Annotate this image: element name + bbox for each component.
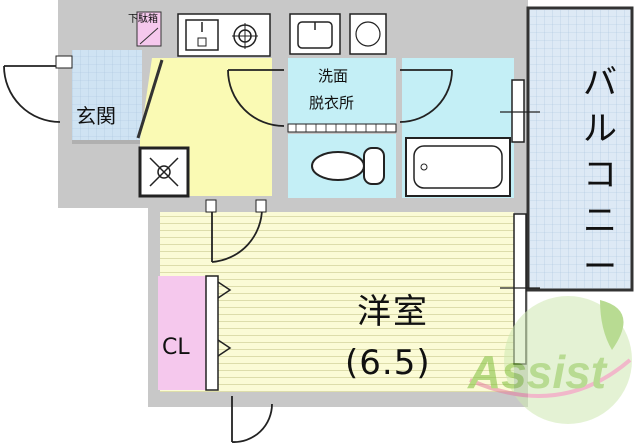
logo-circle: [504, 296, 632, 424]
entrance-door-swing: [3, 65, 61, 123]
bathtub-drain: [420, 163, 428, 171]
room-door-jamb-left: [205, 199, 217, 213]
label-western-room: 洋室: [357, 292, 429, 332]
balcony-grid: [530, 10, 630, 288]
entrance-door-jamb: [55, 55, 73, 69]
room-lower-wall: [148, 392, 528, 406]
toilet-tank: [363, 147, 385, 185]
washing-machine-drum: [355, 21, 381, 47]
washroom-to-bath-door: [399, 69, 453, 123]
assist-logo: Assist: [467, 296, 632, 424]
label-shoe-cabinet: 下駄箱: [128, 14, 158, 25]
label-washroom-line1: 洗面: [318, 67, 349, 85]
label-washroom-line2: 脱衣所: [309, 94, 355, 112]
label-closet: CL: [162, 335, 190, 360]
toilet-bowl: [311, 151, 365, 181]
logo-swoosh: [469, 358, 632, 398]
closet-bottom-door: [231, 396, 273, 443]
ventilation-fan: [157, 165, 171, 179]
entrance-step: [72, 140, 142, 144]
shoe-cabinet-door: [139, 27, 159, 45]
label-room-size: (6.5): [345, 343, 431, 383]
entrance-partition: [136, 59, 164, 139]
room-door-swing: [211, 206, 263, 263]
bathroom-window: [511, 79, 525, 143]
entrance-floor-grid: [72, 50, 142, 140]
closet-door-frame: [205, 275, 219, 391]
label-entrance: 玄関: [76, 104, 116, 128]
washroom-door-rail: [287, 123, 397, 133]
room-door-jamb-right: [255, 199, 267, 213]
closet: [158, 276, 208, 390]
western-room-planks: [160, 212, 514, 400]
washing-machine: [349, 13, 387, 55]
stove-knobs: [232, 23, 258, 49]
ventilation-icon: [149, 157, 179, 187]
kitchen-to-washroom-door: [227, 69, 285, 127]
logo-wordmark: Assist: [467, 346, 608, 398]
logo-leaf: [600, 300, 624, 350]
washroom-door-rail-ticks: [295, 124, 387, 132]
label-balcony: バルコニー: [583, 63, 617, 287]
bathtub-inner: [413, 145, 503, 189]
washroom-floor: [288, 58, 396, 130]
closet-door-arrows: [217, 281, 232, 357]
sink-drain: [197, 37, 207, 47]
